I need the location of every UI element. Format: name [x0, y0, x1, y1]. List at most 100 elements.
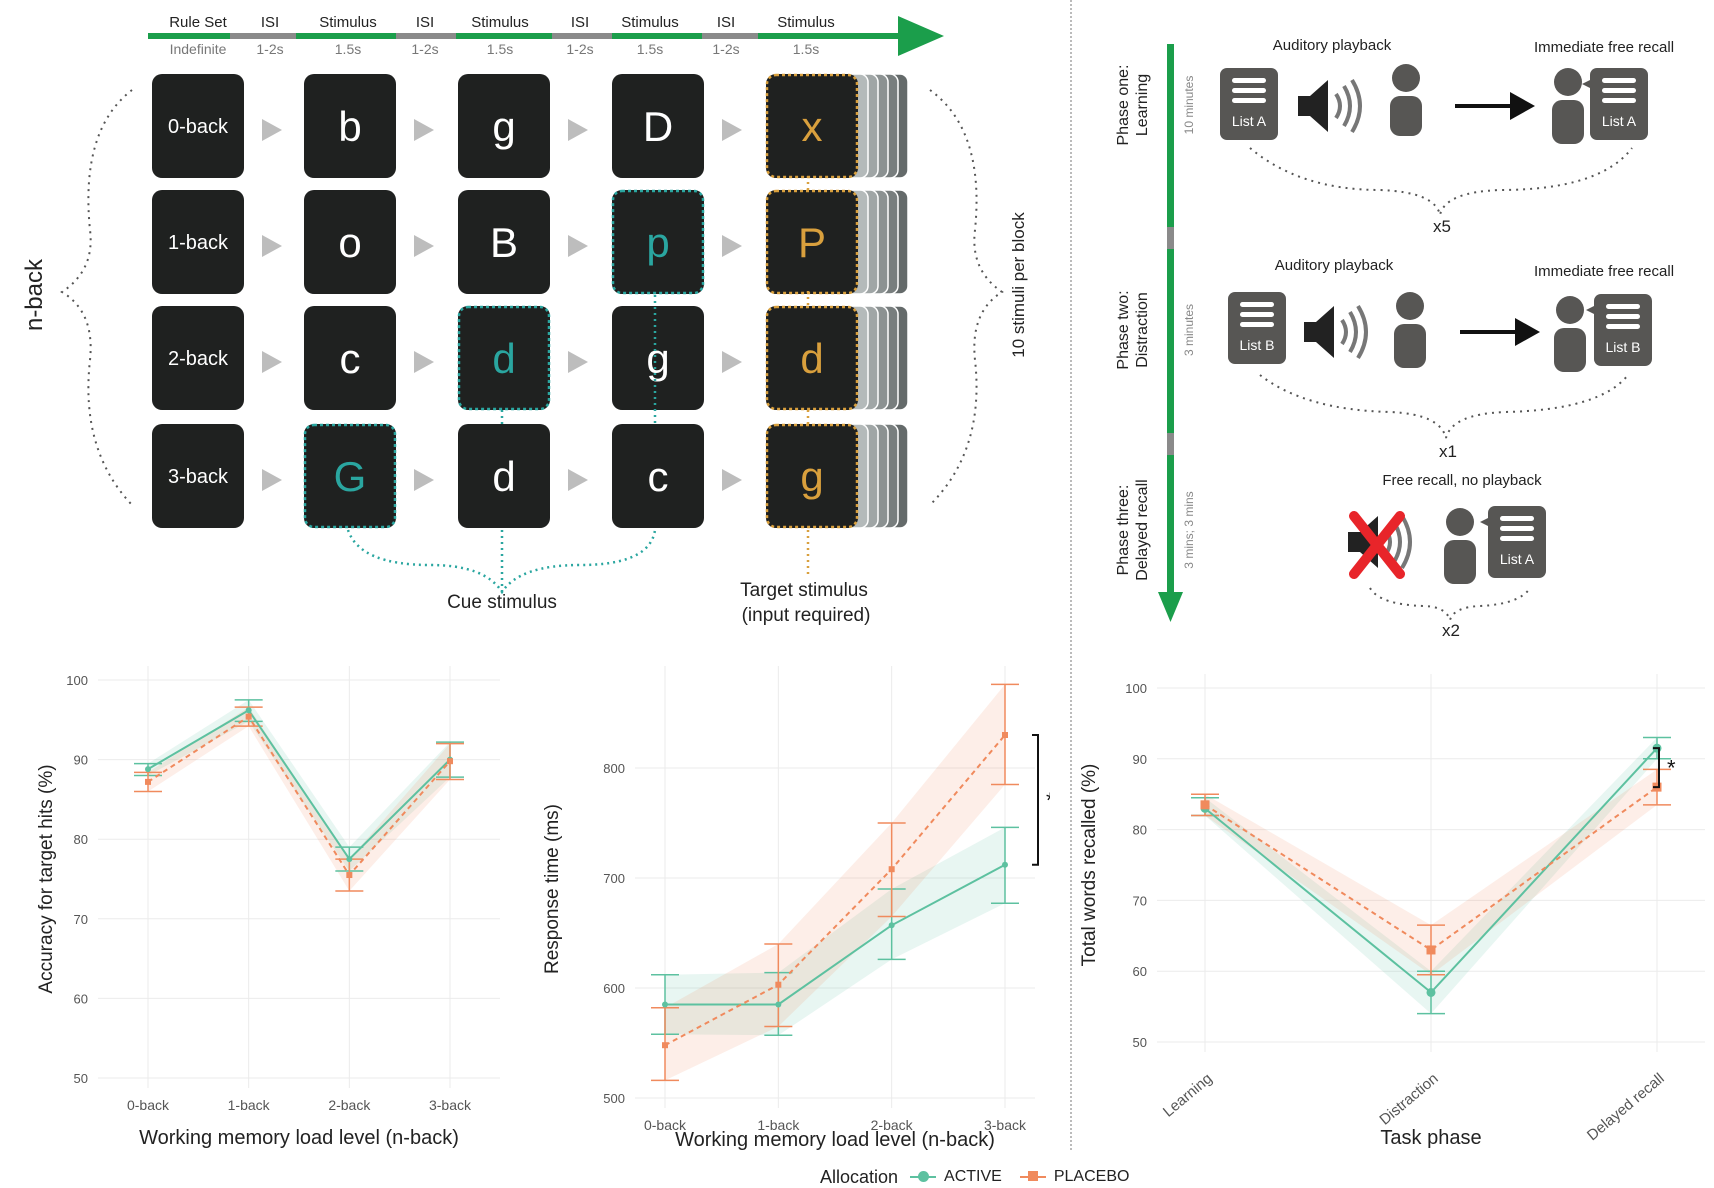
stimulus-tile: [304, 306, 396, 410]
x-tick-label: 1-back: [757, 1117, 800, 1133]
stimulus-tile: [304, 190, 396, 294]
repeat-count: x1: [1439, 442, 1457, 461]
y-tick-label: 60: [74, 991, 88, 1006]
phase-title: Phase two:: [1115, 290, 1132, 369]
speaker-icon: [1304, 304, 1368, 360]
repeat-count: x5: [1433, 217, 1451, 236]
left-brace: [60, 89, 133, 506]
person-icon: [1552, 68, 1584, 144]
legend-label-placebo: PLACEBO: [1053, 1168, 1130, 1185]
placebo-series-line: [1204, 786, 1658, 952]
y-tick-label: 100: [66, 673, 88, 688]
cue-stimulus-tile: [304, 424, 396, 528]
target-stimulus-tile: [766, 424, 858, 528]
stimulus-letter: p: [646, 219, 669, 266]
y-tick-label: 50: [1133, 1035, 1147, 1050]
list-name: List A: [1232, 113, 1267, 129]
phase-subtitle: Distraction: [1134, 292, 1151, 368]
phase-subtitle: Learning: [1134, 74, 1151, 136]
person-icon: [1554, 296, 1586, 372]
nback-side-label: n-back: [21, 258, 48, 331]
list-name: List B: [1239, 337, 1274, 353]
x-tick-label: Learning: [1160, 1070, 1216, 1121]
rule-label: 2-back: [168, 348, 229, 370]
x-tick-label: 0-back: [644, 1117, 687, 1133]
active-series-line: [147, 708, 451, 861]
y-tick-label: 700: [603, 871, 625, 886]
legend-swatch-placebo: [1019, 1171, 1046, 1181]
timeline-label: Stimulus: [471, 14, 529, 31]
stimulus-letter: d: [492, 335, 515, 382]
x-tick-label: 2-back: [328, 1097, 371, 1113]
x-tick-label: 1-back: [228, 1097, 271, 1113]
cue-label: Cue stimulus: [447, 592, 557, 613]
timeline-label: ISI: [261, 14, 279, 31]
active-data-point: [775, 1001, 782, 1008]
active-data-point: [1002, 861, 1008, 868]
sequence-arrow-icon: [262, 469, 282, 491]
sequence-arrow-icon: [568, 119, 588, 141]
legend-swatch-active: [910, 1171, 937, 1182]
sequence-arrow-icon: [722, 469, 742, 491]
timeline-duration: 1-2s: [256, 41, 283, 57]
timeline-label: Stimulus: [319, 14, 377, 31]
active-data-point: [1426, 987, 1436, 997]
x-tick-label: 2-back: [871, 1117, 914, 1133]
target-stimulus-tile: [766, 306, 858, 410]
list-name: List B: [1605, 339, 1640, 355]
placebo-data-point: [245, 713, 252, 720]
rule-tile: [152, 424, 244, 528]
x-tick-label: Delayed recall: [1584, 1070, 1668, 1144]
timeline-duration: Indefinite: [170, 41, 227, 57]
cue-stimulus-tile: [458, 306, 550, 410]
significance-bracket: [1032, 734, 1039, 866]
stimulus-letter: g: [492, 103, 515, 150]
placebo-data-point: [1002, 732, 1008, 738]
stimulus-letter: g: [646, 335, 669, 382]
stimulus-tile: [458, 190, 550, 294]
placebo-data-point: [447, 758, 453, 765]
timeline-label: Stimulus: [777, 14, 835, 31]
timeline-labels: Rule Set Indefinite ISI 1-2s Stimulus 1.…: [169, 14, 835, 57]
sequence-arrow-icon: [414, 351, 434, 373]
stimulus-letter: P: [798, 219, 826, 266]
timeline-duration: 1.5s: [487, 41, 513, 57]
recall-caption: Immediate free recall: [1534, 263, 1674, 280]
sequence-arrow-icon: [414, 469, 434, 491]
target-stimulus-tile: [766, 190, 858, 294]
active-data-point: [346, 856, 353, 863]
stimulus-tile: [458, 424, 550, 528]
y-tick-label: 80: [1133, 823, 1147, 838]
panel-divider: [1070, 0, 1072, 1150]
phase-two-row: Auditory playback Immediate free recall …: [1228, 257, 1674, 461]
phase-subtitle: Delayed recall: [1134, 479, 1151, 580]
active-series-line: [665, 863, 1006, 1006]
x-tick-label: 0-back: [127, 1097, 170, 1113]
y-tick-label: 60: [1133, 964, 1147, 979]
sequence-arrow-icon: [568, 469, 588, 491]
timeline-label: ISI: [571, 14, 589, 31]
placebo-series-line: [664, 734, 1006, 1047]
stimulus-letter: d: [800, 335, 823, 382]
cue-stimulus-tile: [612, 190, 704, 294]
stimulus-letter: x: [802, 103, 823, 150]
response-time-chart: 5006007008000-back1-back2-back3-back*Wor…: [542, 666, 1050, 1150]
y-tick-label: 100: [1125, 681, 1147, 696]
block-label: 10 stimuli per block: [1009, 212, 1028, 358]
timeline-label: ISI: [717, 14, 735, 31]
stimulus-letter: b: [338, 103, 361, 150]
y-tick-label: 50: [74, 1071, 88, 1086]
list-card: List A: [1480, 506, 1546, 578]
y-tick-label: 600: [603, 981, 625, 996]
stimulus-tile: [612, 424, 704, 528]
phase-duration: 3 mins; 3 mins: [1182, 491, 1196, 568]
sequence-arrow-icon: [262, 119, 282, 141]
sequence-arrow-icon: [568, 351, 588, 373]
placebo-data-point: [346, 872, 353, 879]
sequence-arrow-icon: [262, 235, 282, 257]
placebo-data-point: [1426, 945, 1436, 955]
stimulus-letter: c: [340, 335, 361, 382]
phase-title: Phase three:: [1115, 485, 1132, 576]
right-brace: [929, 89, 1004, 506]
confidence-ribbon: [665, 827, 1005, 1036]
